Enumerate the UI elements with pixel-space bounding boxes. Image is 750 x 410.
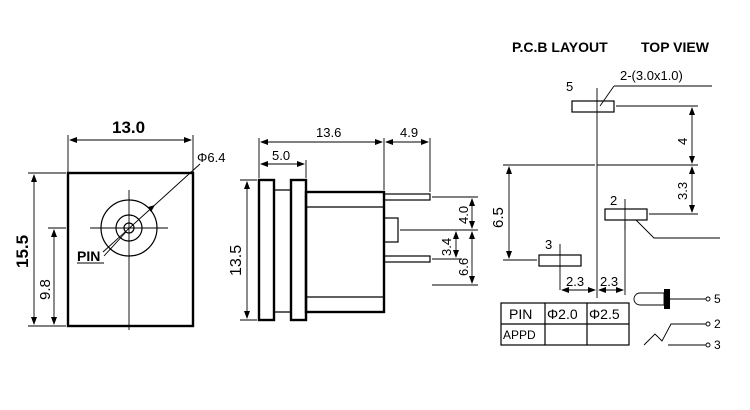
arrow (469, 276, 475, 284)
top-terminal (383, 193, 431, 201)
arrow (506, 251, 512, 259)
mid-terminal (383, 217, 399, 243)
arrow (31, 174, 37, 182)
side-view: 13.6 4.9 5.0 13.5 4.0 3.4 (228, 125, 478, 322)
low-terminal (383, 255, 431, 263)
arrow (469, 231, 475, 239)
arrow (244, 181, 250, 189)
h2-label: 2.3 (600, 274, 618, 289)
arrow (506, 166, 512, 174)
arrow (260, 139, 268, 145)
side-flange-2 (289, 178, 308, 322)
slot-leader (599, 85, 615, 107)
arrow (453, 250, 459, 258)
pin-table: PIN Φ2.0 Φ2.5 APPD (500, 302, 630, 346)
front-height-label: 15.5 (13, 235, 32, 268)
pin-height-label: 9.8 (37, 279, 54, 300)
table-header-d25: Φ2.5 (589, 306, 620, 322)
arrow (689, 205, 695, 213)
schematic-pin-3: 3 (714, 338, 721, 352)
pad-2 (604, 208, 648, 221)
arrow (260, 161, 268, 167)
side-length-label: 13.6 (316, 125, 341, 140)
arrow (31, 317, 37, 325)
v-left-label: 6.5 (490, 207, 507, 228)
side-d2-label: 3.4 (439, 238, 454, 256)
pad2-leader (635, 219, 720, 239)
pcb-layout-title: P.C.B LAYOUT (512, 39, 608, 55)
arrow (616, 287, 624, 293)
arrow (689, 107, 695, 115)
front-view: Φ6.4 PIN 13.0 15.5 9.8 (13, 118, 225, 330)
schematic-spring (643, 323, 706, 346)
arrow (689, 156, 695, 164)
top-view-title: TOP VIEW (641, 39, 710, 55)
arrow (375, 139, 383, 145)
side-height-label: 13.5 (228, 245, 245, 276)
table-header-d20: Φ2.0 (547, 306, 578, 322)
table-row-appd: APPD (503, 328, 536, 342)
pad-5-label: 5 (566, 79, 573, 94)
arrow (469, 221, 475, 229)
pin-label: PIN (77, 248, 100, 264)
side-flange-label: 5.0 (272, 148, 290, 163)
side-tab-label: 4.9 (400, 125, 418, 140)
v-mid-label: 3.3 (675, 182, 690, 200)
table-header-pin: PIN (509, 306, 532, 322)
arrow (385, 139, 393, 145)
pin-leader (103, 231, 127, 257)
schematic-pin-body (633, 292, 665, 306)
arrow (588, 287, 596, 293)
arrow (421, 139, 429, 145)
arrow (689, 166, 695, 174)
pad-2-label: 2 (610, 193, 617, 208)
schematic-pin-2: 2 (714, 317, 721, 331)
front-width-label: 13.0 (112, 118, 145, 137)
schematic-pin-5: 5 (714, 292, 721, 306)
terminal (705, 321, 711, 327)
side-body (304, 190, 386, 314)
side-d1-label: 4.0 (456, 206, 471, 224)
pcb-layout: P.C.B LAYOUT TOP VIEW 5 2-(3.0x1.0) 2 3 … (490, 39, 720, 298)
side-flange-1 (257, 178, 276, 322)
arrow (184, 137, 192, 143)
arrow (69, 137, 77, 143)
h1-label: 2.3 (566, 274, 584, 289)
pad-5 (571, 100, 615, 113)
arrow (244, 311, 250, 319)
slot-spec-label: 2-(3.0x1.0) (620, 68, 683, 83)
front-body-outline (66, 171, 195, 328)
arrow (51, 229, 57, 237)
schematic-pin-end (664, 289, 670, 309)
v-top-label: 4 (675, 138, 690, 145)
hole-arrow (148, 205, 155, 212)
arrow (453, 231, 459, 239)
side-d3-label: 6.6 (456, 258, 471, 276)
pad-3-label: 3 (545, 237, 552, 252)
arrow (297, 161, 305, 167)
terminal (705, 342, 711, 348)
arrow (561, 287, 569, 293)
terminal (705, 296, 711, 302)
arrow (598, 287, 606, 293)
hole-dia-label: Φ6.4 (197, 150, 225, 165)
arrow (51, 317, 57, 325)
arrow (469, 198, 475, 206)
schematic-symbol: 5 2 3 (633, 289, 721, 352)
